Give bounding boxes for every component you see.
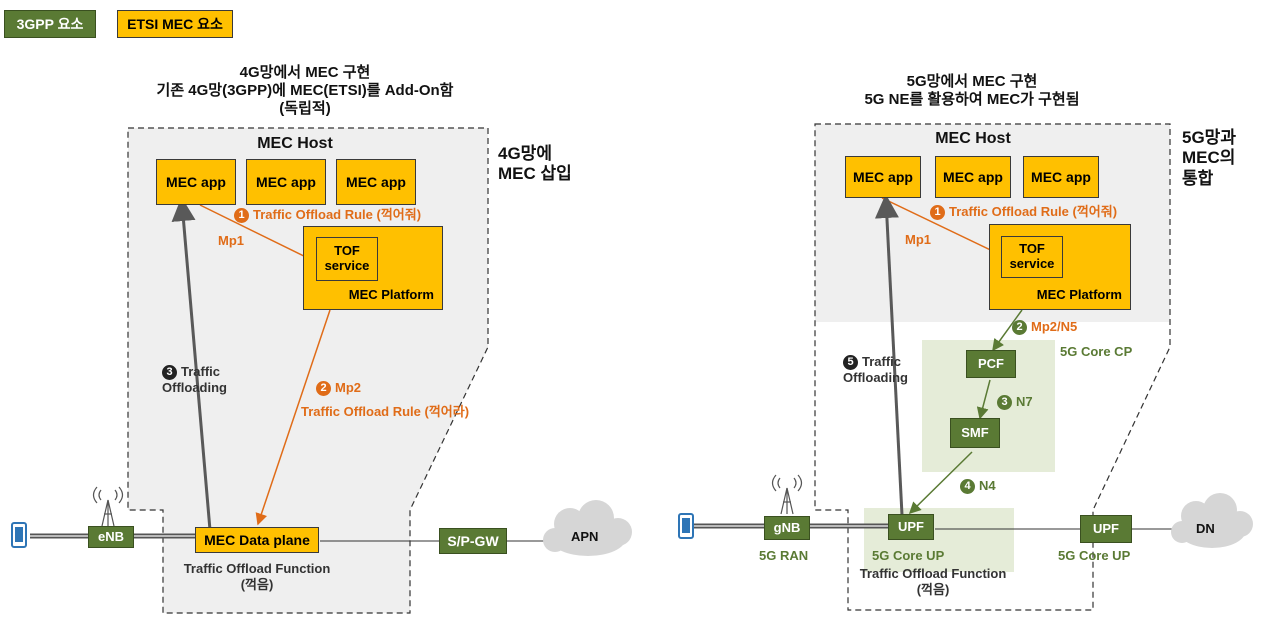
right-tof-function: Traffic Offload Function (꺽음) (838, 566, 1028, 597)
enb-box: eNB (88, 526, 134, 548)
right-step5-line-1: Traffic (862, 354, 902, 369)
right-step3: 3 N7 (997, 394, 1033, 410)
right-step4-number: 4 (960, 479, 975, 494)
right-tof-service: TOF service (1001, 236, 1063, 278)
right-n7-arrow (976, 379, 991, 420)
apn-cloud-icon (543, 500, 632, 556)
left-mec-app-2: MEC app (246, 159, 326, 205)
left-tof-function-line-1: Traffic Offload Function (183, 561, 331, 576)
right-step3-number: 3 (997, 395, 1012, 410)
left-step1-number: 1 (234, 208, 249, 223)
left-host-label: MEC Host (257, 135, 333, 152)
core-cp-label: 5G Core CP (1060, 344, 1133, 359)
left-step2: 2 Mp2 (316, 380, 361, 396)
mec-data-plane-box: MEC Data plane (195, 527, 319, 553)
gnb-antenna-icon (771, 474, 803, 515)
left-step2-number: 2 (316, 381, 331, 396)
right-side-label-line-1: 5G망과 (1182, 128, 1236, 147)
right-side-label: 5G망과 MEC의 통합 (1182, 128, 1236, 189)
left-step3-number: 3 (162, 365, 177, 380)
right-title: 5G망에서 MEC 구현 5G NE를 활용하여 MEC가 구현됨 (822, 73, 1122, 109)
right-tof-line-1: TOF (1019, 241, 1045, 257)
core-up-label-1: 5G Core UP (872, 548, 945, 563)
right-title-line-2: 5G NE를 활용하여 MEC가 구현됨 (864, 91, 1080, 108)
left-title-line-1: 4G망에서 MEC 구현 (239, 64, 371, 81)
left-mp1-arrow (199, 204, 318, 263)
left-step1-label: Traffic Offload Rule (꺽어줘) (253, 207, 422, 222)
left-tof-line-1: TOF (334, 243, 360, 259)
left-title-line-3: (독립적) (279, 100, 331, 117)
right-step4-label: N4 (979, 478, 996, 493)
left-offloading-arrow (171, 197, 212, 531)
right-mec-app-1: MEC app (845, 156, 921, 198)
right-tof-function-line-1: Traffic Offload Function (859, 566, 1007, 581)
right-step2-label: Mp2/N5 (1031, 319, 1078, 334)
right-mp1: Mp1 (905, 232, 931, 247)
right-step3-label: N7 (1016, 394, 1033, 409)
dn-cloud-icon (1171, 493, 1253, 548)
pcf-box: PCF (966, 350, 1016, 378)
right-mp2-arrow (992, 309, 1023, 352)
right-step1-number: 1 (930, 205, 945, 220)
right-step2: 2 Mp2/N5 (1012, 319, 1077, 335)
right-mp1-arrow (881, 197, 1003, 256)
ran-label: 5G RAN (759, 548, 809, 563)
left-mec-app-1: MEC app (156, 159, 236, 205)
left-mp1: Mp1 (218, 233, 244, 248)
right-step4: 4 N4 (960, 478, 996, 494)
upf-box-1: UPF (888, 514, 934, 540)
left-mp2-arrow (255, 309, 331, 526)
right-host-label: MEC Host (935, 130, 1011, 147)
spgw-box: S/P-GW (439, 528, 507, 554)
left-mec-app-3: MEC app (336, 159, 416, 205)
left-phone-icon (11, 522, 27, 548)
left-title: 4G망에서 MEC 구현 기존 4G망(3GPP)에 MEC(ETSI)를 Ad… (110, 64, 500, 118)
left-mec-platform-label: MEC Platform (348, 287, 434, 303)
left-side-label: 4G망에 MEC 삽입 (498, 144, 572, 185)
right-n4-arrow (908, 451, 973, 515)
enb-antenna-icon (92, 486, 124, 527)
right-tof-function-line-2: (꺽음) (916, 581, 950, 597)
right-title-line-1: 5G망에서 MEC 구현 (906, 73, 1038, 90)
dn-label: DN (1196, 521, 1215, 536)
right-side-label-line-3: 통합 (1182, 168, 1214, 188)
right-step1: 1 Traffic Offload Rule (꺽어줘) (930, 204, 1117, 220)
left-step3: 3 Traffic Offloading (162, 364, 227, 396)
right-mec-region (814, 123, 1171, 611)
right-tof-line-2: service (1009, 256, 1055, 271)
left-tof-function: Traffic Offload Function (꺽음) (162, 561, 352, 592)
right-step5-number: 5 (843, 355, 858, 370)
upf-box-2: UPF (1080, 515, 1132, 543)
right-mec-app-2: MEC app (935, 156, 1011, 198)
legend-3gpp: 3GPP 요소 (4, 10, 96, 38)
apn-label: APN (571, 529, 599, 544)
left-tof-service: TOF service (316, 237, 378, 281)
left-side-label-line-2: MEC 삽입 (498, 164, 572, 184)
right-mec-app-3: MEC app (1023, 156, 1099, 198)
left-step3-line-1: Traffic (181, 364, 221, 379)
core-up-label-2: 5G Core UP (1058, 548, 1131, 563)
left-tof-line-2: service (324, 258, 370, 273)
left-tof-function-line-2: (꺽음) (240, 576, 274, 592)
legend-etsi: ETSI MEC 요소 (117, 10, 233, 38)
left-side-label-line-1: 4G망에 (498, 144, 552, 163)
right-side-label-line-2: MEC의 (1182, 148, 1236, 168)
right-mec-platform-label: MEC Platform (1036, 287, 1122, 303)
right-step1-label: Traffic Offload Rule (꺽어줘) (949, 204, 1118, 219)
right-step2-number: 2 (1012, 320, 1027, 335)
smf-box: SMF (950, 418, 1000, 448)
right-phone-icon (678, 513, 694, 539)
gnb-box: gNB (764, 516, 810, 540)
right-step5-line-2: Offloading (843, 370, 908, 385)
left-step2-rule: Traffic Offload Rule (꺽어라) (301, 404, 470, 419)
right-step5: 5 Traffic Offloading (843, 354, 908, 386)
left-title-line-2: 기존 4G망(3GPP)에 MEC(ETSI)를 Add-On함 (156, 82, 454, 99)
left-step2-label: Mp2 (335, 380, 361, 395)
right-offloading-arrow (874, 194, 904, 516)
left-step1: 1 Traffic Offload Rule (꺽어줘) (234, 207, 421, 223)
left-step3-line-2: Offloading (162, 380, 227, 395)
